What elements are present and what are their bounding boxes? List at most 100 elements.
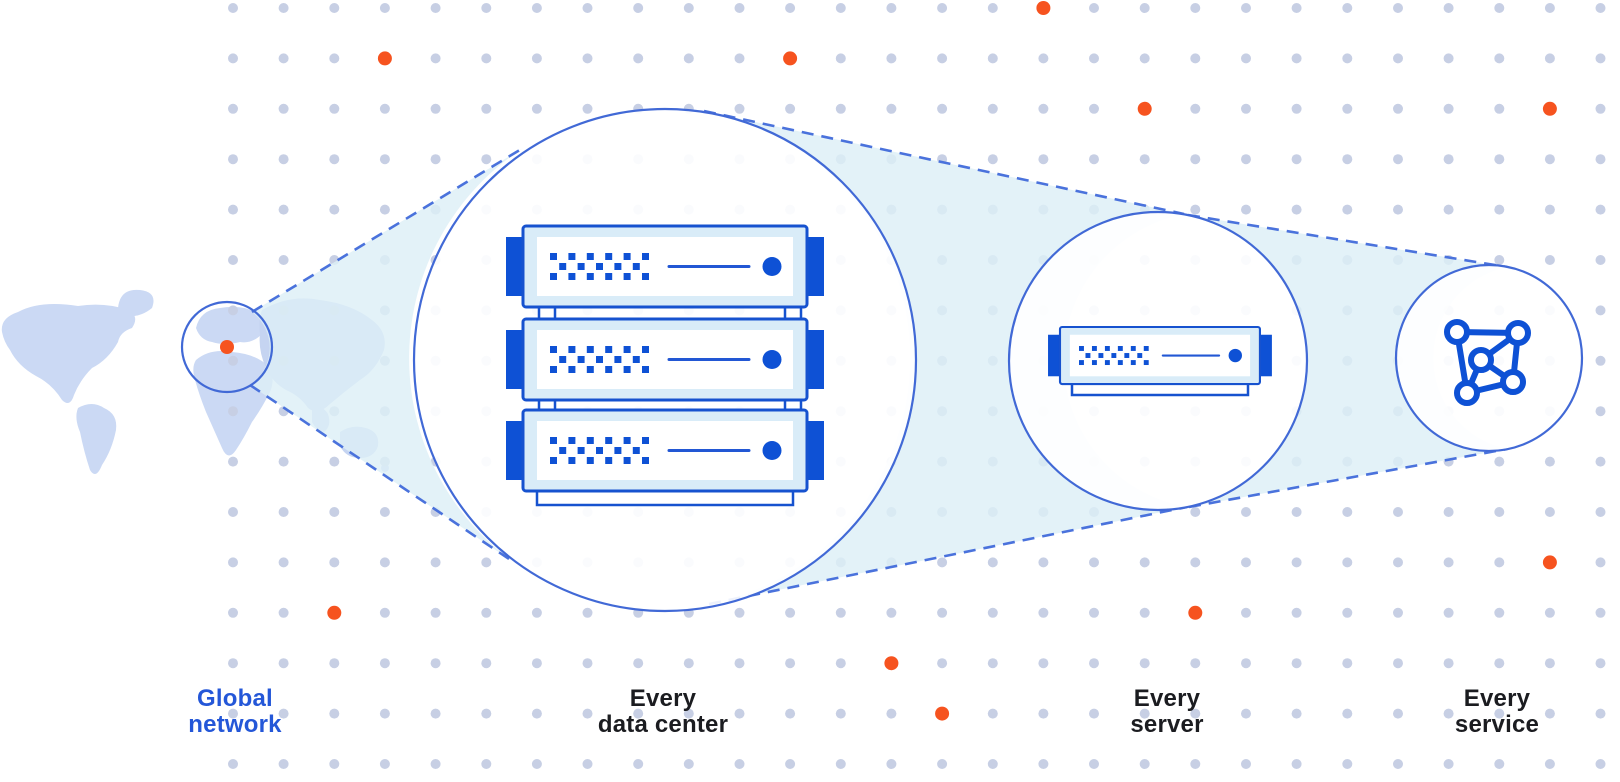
grid-dot (987, 557, 998, 568)
grid-dot (1443, 607, 1454, 618)
grid-dot (228, 607, 238, 618)
grid-dot (1139, 557, 1150, 568)
label-every-data-center: Every data center (598, 686, 728, 738)
grid-dot (228, 53, 238, 64)
grid-dot (1443, 507, 1454, 517)
grid-dot (481, 759, 492, 769)
orange-accent-dots (327, 1, 1557, 721)
grid-dot (937, 658, 948, 669)
grid-dot (937, 53, 948, 64)
grid-dot (228, 255, 238, 265)
grid-dot (1494, 507, 1505, 517)
grid-dot (1089, 759, 1099, 769)
orange-accent-dot (935, 706, 950, 721)
grid-dot (734, 607, 745, 618)
grid-dot (278, 456, 289, 467)
orange-accent-dot (1542, 555, 1557, 570)
grid-dot (1595, 255, 1606, 265)
grid-dot (1089, 658, 1099, 669)
grid-dot (1241, 103, 1251, 114)
zoom-dashed-lines (249, 109, 1508, 606)
grid-dot (1393, 557, 1403, 568)
orange-accent-dot (1188, 605, 1203, 620)
grid-dot (886, 103, 897, 114)
grid-dot (1494, 557, 1505, 568)
label-line: data center (597, 711, 729, 738)
grid-dot (1038, 708, 1049, 719)
grid-dot (430, 103, 441, 114)
grid-dot (683, 759, 694, 769)
grid-dot (1494, 154, 1505, 165)
grid-dot (1595, 406, 1606, 417)
grid-dot (481, 708, 492, 719)
grid-dot (1595, 3, 1606, 13)
grid-dot (1342, 607, 1353, 618)
grid-dot (937, 3, 948, 13)
grid-dot (278, 204, 289, 215)
label-line: Global (197, 685, 273, 712)
grid-dot (987, 708, 998, 719)
label-line: Every (1463, 685, 1531, 712)
grid-dot (734, 103, 745, 114)
grid-dot (886, 708, 897, 719)
grid-dot (379, 103, 390, 114)
grid-dot (1494, 607, 1505, 618)
grid-dot (1342, 53, 1353, 64)
grid-dot (1089, 103, 1099, 114)
grid-dot (785, 3, 796, 13)
grid-dot (1038, 53, 1049, 64)
grid-dot (683, 53, 694, 64)
grid-dot (1494, 759, 1505, 769)
grid-dot (1443, 204, 1454, 215)
grid-dot (228, 759, 238, 769)
grid-dot (481, 3, 492, 13)
grid-dot (835, 607, 846, 618)
grid-dot (1190, 708, 1201, 719)
grid-dot (1443, 154, 1454, 165)
grid-dot (1342, 658, 1353, 669)
grid-dot (379, 708, 390, 719)
grid-dot (1595, 456, 1606, 467)
grid-dot (1494, 255, 1505, 265)
location-marker (220, 340, 234, 354)
grid-dot (379, 204, 390, 215)
grid-dot (481, 607, 492, 618)
grid-dot (582, 3, 593, 13)
grid-dot (1494, 658, 1505, 669)
grid-dot (1494, 103, 1505, 114)
grid-dot (1190, 557, 1201, 568)
grid-dot (531, 658, 542, 669)
grid-dot (379, 658, 390, 669)
grid-dot (1139, 759, 1150, 769)
grid-dot (1038, 557, 1049, 568)
grid-dot (582, 103, 593, 114)
grid-dot (1595, 355, 1606, 366)
grid-dot (1038, 759, 1049, 769)
grid-dot (785, 759, 796, 769)
grid-dot (228, 708, 238, 719)
server-rack-illustration (504, 224, 826, 507)
grid-dot (1139, 658, 1150, 669)
orange-accent-dot (377, 51, 392, 66)
grid-dot (1443, 3, 1454, 13)
grid-dot (1139, 53, 1150, 64)
grid-dot (481, 53, 492, 64)
grid-dot (1393, 658, 1403, 669)
grid-dot (430, 607, 441, 618)
grid-dot (1038, 658, 1049, 669)
grid-dot (278, 507, 289, 517)
grid-dot (633, 3, 644, 13)
grid-dot (329, 3, 340, 13)
grid-dot (329, 154, 340, 165)
grid-dot (987, 658, 998, 669)
grid-dot (1291, 658, 1302, 669)
grid-dot (1089, 607, 1099, 618)
grid-dot (734, 759, 745, 769)
grid-dot (1393, 607, 1403, 618)
grid-dot (228, 204, 238, 215)
grid-dot (430, 708, 441, 719)
grid-dot (1089, 708, 1099, 719)
grid-dot (278, 658, 289, 669)
grid-dot (1291, 103, 1302, 114)
